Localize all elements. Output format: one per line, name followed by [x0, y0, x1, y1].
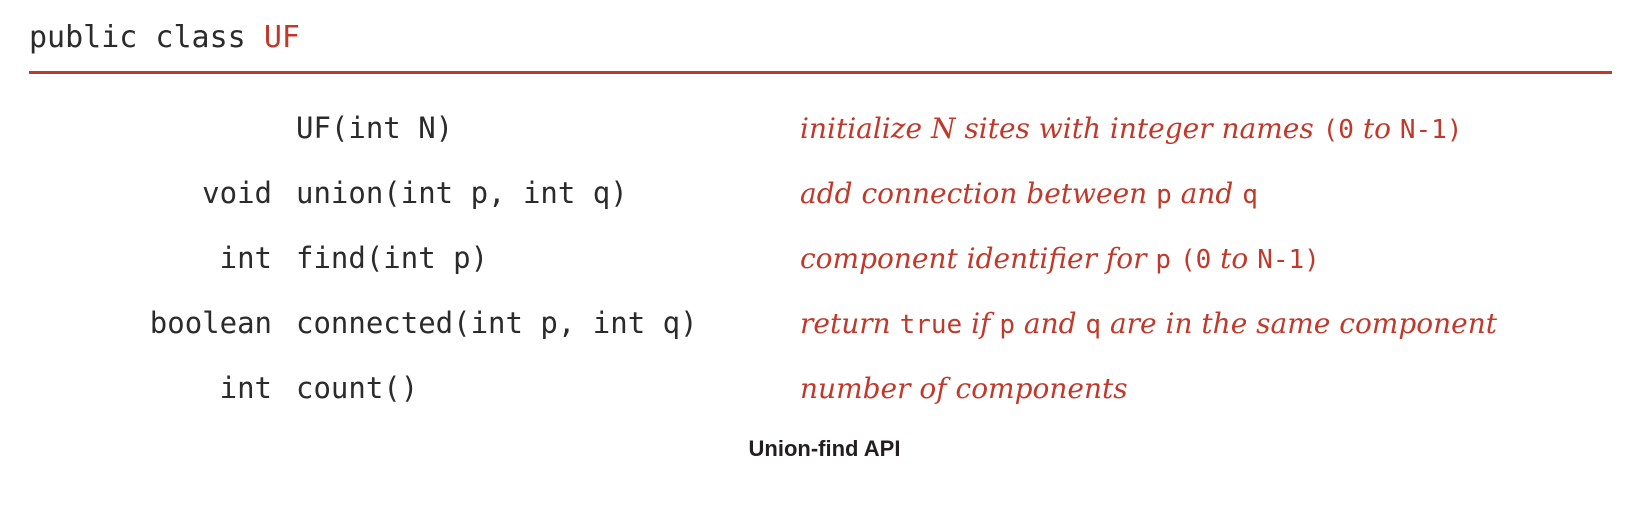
description-prose-fragment: are in the same component	[1101, 307, 1498, 340]
description-code-fragment: q	[1242, 180, 1258, 210]
description-prose-fragment: and	[1014, 307, 1086, 340]
method-signature: find(int p)	[296, 241, 489, 275]
figure-caption: Union-find API	[748, 436, 901, 461]
method-signature: UF(int N)	[296, 111, 454, 145]
description-code-fragment: (0	[1322, 115, 1354, 145]
description-code-fragment: p	[999, 310, 1015, 340]
method-description: initialize N sites with integer names (0…	[800, 110, 1462, 149]
class-declaration-keywords: public class	[29, 20, 264, 55]
description-prose-fragment: to	[1211, 242, 1258, 275]
method-return-type: int	[219, 371, 272, 405]
method-row: int find(int p) component identifier for p…	[0, 229, 1649, 294]
description-prose-fragment	[1171, 242, 1180, 275]
description-prose-fragment: if	[962, 307, 1000, 340]
method-row: int count() number of components	[0, 359, 1649, 424]
description-prose-fragment: initialize N sites with integer names	[800, 112, 1323, 145]
description-code-fragment: (0	[1179, 245, 1212, 275]
method-row: UF(int N) initialize N sites with integer…	[0, 99, 1649, 164]
description-code-fragment: p	[1156, 180, 1172, 210]
class-declaration: public class UF	[29, 18, 300, 58]
description-code-fragment: q	[1085, 310, 1102, 340]
class-name: UF	[263, 20, 300, 55]
description-prose-fragment: number of components	[800, 372, 1128, 405]
method-return-type: int	[219, 241, 272, 275]
method-signature: connected(int p, int q)	[296, 306, 698, 340]
description-prose-fragment: to	[1353, 112, 1400, 145]
method-table: UF(int N) initialize N sites with integer…	[0, 99, 1649, 424]
method-description: number of components	[800, 370, 1128, 408]
method-return-type: void	[202, 176, 272, 210]
method-description: add connection between p and q	[800, 175, 1258, 214]
description-prose-fragment: return	[800, 307, 900, 340]
description-prose-fragment: add connection between	[800, 177, 1157, 210]
method-description: component identifier for p (0 to N-1)	[800, 240, 1320, 279]
description-prose-fragment: and	[1171, 177, 1243, 210]
method-row: void union(int p, int q) add connection be…	[0, 164, 1649, 229]
description-code-fragment: true	[899, 310, 963, 340]
description-code-fragment: N-1)	[1257, 245, 1320, 275]
header-divider-rule	[29, 71, 1612, 74]
method-description: return true if p and q are in the same c…	[800, 305, 1497, 344]
method-signature: union(int p, int q)	[296, 176, 628, 210]
method-return-type: boolean	[149, 306, 272, 340]
method-signature: count()	[296, 371, 419, 405]
description-code-fragment: N-1)	[1399, 115, 1463, 145]
description-code-fragment: p	[1155, 245, 1172, 275]
method-row: boolean connected(int p, int q) return tru…	[0, 294, 1649, 359]
description-prose-fragment: component identifier for	[800, 242, 1156, 275]
